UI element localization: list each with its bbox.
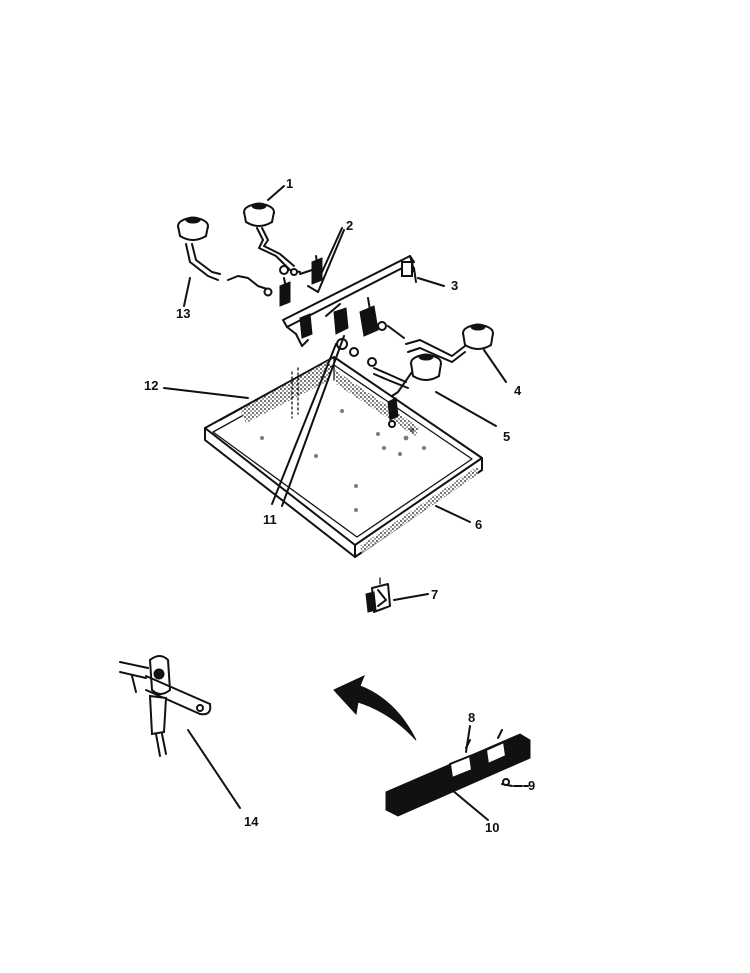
- igniter-clip: [365, 577, 391, 613]
- callout-13: 13: [176, 306, 190, 321]
- callout-12: 12: [144, 378, 158, 393]
- callout-6: 6: [475, 517, 482, 532]
- manifold-pipe: [282, 255, 417, 347]
- callout-7: 7: [431, 587, 438, 602]
- callout-10: 10: [485, 820, 499, 835]
- burner-top-left: [177, 216, 271, 291]
- callout-3: 3: [451, 278, 458, 293]
- callout-1: 1: [286, 176, 293, 191]
- igniter-assembly: [119, 655, 212, 757]
- callout-9: 9: [528, 778, 535, 793]
- burner-top-center: [243, 202, 301, 273]
- leader-lines: [163, 185, 529, 821]
- callout-4: 4: [514, 383, 522, 398]
- burner-grate-strip: [385, 729, 531, 817]
- direction-arrow: [333, 675, 417, 741]
- valves: [263, 255, 405, 428]
- screw: [501, 778, 523, 787]
- burner-right: [405, 323, 494, 363]
- callout-8: 8: [468, 710, 475, 725]
- callout-2: 2: [346, 218, 353, 233]
- callout-14: 14: [244, 814, 259, 829]
- callout-5: 5: [503, 429, 510, 444]
- callout-labels: 1 2 3 4 5 6 7 8 9 10 11 12 13 14: [144, 176, 535, 835]
- callout-11: 11: [263, 512, 277, 527]
- burner-front: [373, 353, 442, 397]
- burner-pan: [204, 356, 483, 558]
